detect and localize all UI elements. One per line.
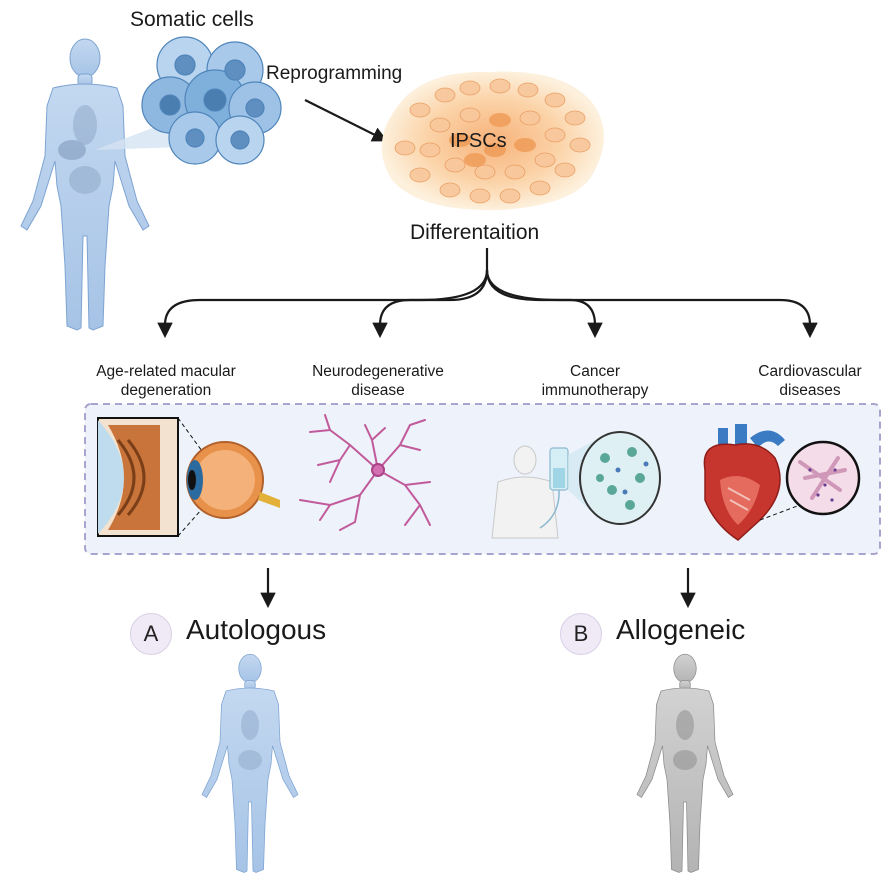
immunotherapy-illustration [491,431,661,539]
disease-label-cancer: Cancer immunotherapy [542,362,649,400]
disease-label-cardio-line2: diseases [779,382,841,399]
label-allogeneic: Allogeneic [616,614,746,645]
donor-organs [58,105,101,194]
ipsc-colony [381,71,604,211]
disease-label-cardio: Cardiovascular diseases [758,362,861,400]
label-autologous: Autologous [186,614,327,645]
reprogramming-arrow [304,99,388,142]
label-differentiation: Differentaition [410,221,540,244]
disease-label-neuro-line2: disease [351,382,405,399]
disease-label-cancer-line1: Cancer [570,363,620,380]
disease-panel [84,403,881,555]
label-reprogramming: Reprogramming [266,63,403,84]
disease-label-cardio-line1: Cardiovascular [758,363,862,380]
disease-label-amd-line1: Age-related macular [96,363,236,380]
badge-a: A [130,613,172,655]
somatic-cells-cluster [141,36,282,165]
differentiation-branches [157,248,818,339]
eye-illustration [97,417,280,537]
disease-label-cancer-line2: immunotherapy [541,382,649,399]
label-ipscs: IPSCs [450,130,507,152]
label-somatic-cells: Somatic cells [130,8,254,31]
autologous-organs [238,710,262,770]
disease-label-amd: Age-related macular degeneration [96,362,236,400]
heart-illustration [703,424,861,541]
disease-label-neuro-line1: Neurodegenerative [312,363,444,380]
neuron-illustration [299,414,431,531]
disease-label-amd-line2: degeneration [120,382,212,399]
allogeneic-organs [673,710,697,770]
disease-label-neuro: Neurodegenerative disease [312,362,444,400]
badge-b: B [560,613,602,655]
